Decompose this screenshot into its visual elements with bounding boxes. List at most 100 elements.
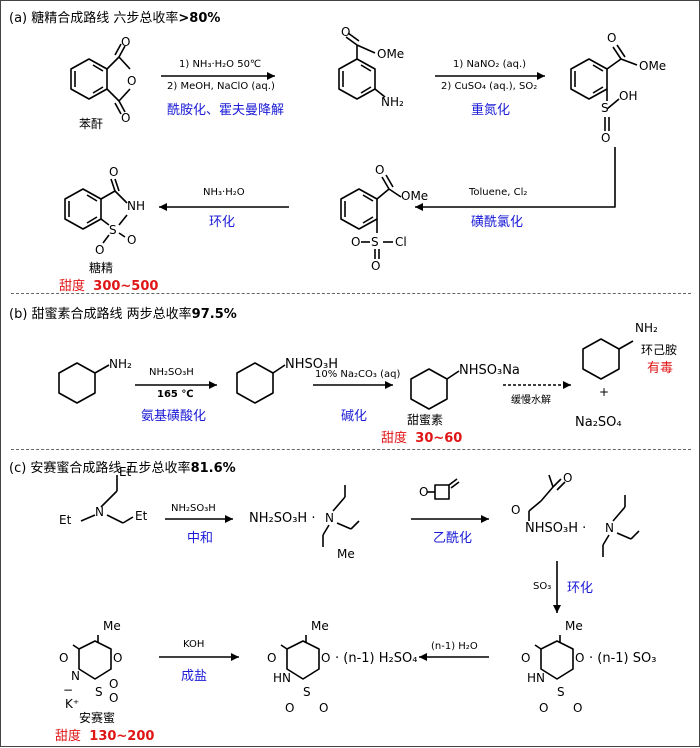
- atom-o: O: [109, 691, 119, 705]
- step-c5-name: 成盐: [181, 669, 208, 684]
- atom-o: O: [319, 701, 329, 715]
- section-a-header: (a) 糖精合成路线 六步总收率>80%: [9, 7, 220, 26]
- atom-et-label: Et: [119, 465, 132, 479]
- atom-nhso3na: NHSO₃Na: [459, 363, 520, 378]
- methyl-anthranilate-structure: [338, 32, 386, 100]
- step-a1-condition-2: 2) MeOH, NaClO (aq.): [167, 81, 275, 92]
- step-b1-condition-2: 165 ℃: [157, 389, 194, 400]
- section-c-title: (c) 安赛蜜合成路线 五步总收率: [9, 461, 191, 476]
- atom-s: S: [109, 223, 117, 237]
- section-c-yield: 81.6%: [190, 461, 236, 476]
- atom-hn: HN: [273, 671, 291, 685]
- atom-s: S: [601, 101, 609, 115]
- atom-et-label: Et: [135, 509, 148, 523]
- step-b2-condition: 10% Na₂CO₃ (aq): [315, 369, 401, 380]
- atom-o: O: [127, 233, 137, 247]
- step-a2-condition-1: 1) NaNO₂ (aq.): [453, 59, 527, 70]
- cyclohexylamine-structure-2: [582, 338, 634, 380]
- step-b1-condition-1: NH₂SO₃H: [149, 367, 194, 378]
- atom-hn: HN: [527, 671, 545, 685]
- oxathiazinone-h2so4-structure: [280, 635, 320, 680]
- step-a1-name: 酰胺化、霍夫曼降解: [167, 103, 285, 118]
- atom-nh2: NH₂: [109, 357, 132, 371]
- atom-nh2: NH₂: [381, 95, 404, 109]
- atom-s: S: [95, 685, 103, 699]
- phthalic-anhydride-label: 苯酐: [79, 117, 104, 131]
- atom-o: O: [109, 677, 119, 691]
- sulfamate-label: NH₂SO₃H ·: [249, 511, 316, 526]
- cyclamate-sweetness: 甜度 30~60: [381, 427, 462, 446]
- toxic-label: 有毒: [647, 361, 674, 376]
- step-a4-name: 环化: [209, 215, 236, 230]
- sweetness-value: 300~500: [93, 279, 159, 294]
- arrow-a3: [415, 147, 616, 208]
- sulfinic-acid-structure: [570, 44, 638, 131]
- atom-s: S: [371, 235, 379, 249]
- step-c4-condition: (n-1) H₂O: [431, 641, 478, 652]
- oxathiazinone-so3-structure: [534, 635, 574, 680]
- atom-n: N: [95, 505, 104, 519]
- step-c5-condition: KOH: [183, 639, 205, 650]
- cyclamic-acid-structure: [236, 362, 286, 404]
- atom-o: O: [601, 131, 611, 145]
- step-c3-condition: SO₃: [533, 581, 552, 592]
- atom-o: O: [341, 25, 351, 39]
- hydrolysis-label: 缓慢水解: [511, 395, 551, 406]
- section-b-title: (b) 甜蜜素合成路线 两步总收率: [9, 307, 192, 322]
- atom-et-label: Et: [59, 513, 72, 527]
- section-a-yield: >80%: [178, 11, 221, 26]
- sweetness-value: 30~60: [415, 431, 463, 446]
- atom-cl: Cl: [395, 235, 407, 249]
- atom-me: Me: [337, 547, 355, 561]
- sweetness-label: 甜度: [381, 431, 408, 446]
- sweetness-label: 甜度: [59, 279, 86, 294]
- atom-n: N: [71, 669, 80, 683]
- atom-me: Me: [311, 619, 329, 633]
- step-a2-condition-2: 2) CuSO₄ (aq.), SO₂: [441, 81, 538, 92]
- step-c1-name: 中和: [187, 531, 214, 546]
- sweetness-label: 甜度: [55, 729, 82, 744]
- atom-o: O: [539, 701, 549, 715]
- plus-sign: +: [599, 385, 610, 399]
- atom-o: O: [573, 701, 583, 715]
- atom-o: O: [113, 651, 123, 665]
- section-divider: [11, 449, 691, 450]
- atom-s: S: [557, 685, 565, 699]
- atom-o: O: [351, 235, 361, 249]
- atom-o: O: [285, 701, 295, 715]
- h2so4-adduct-label: · (n-1) H₂SO₄: [335, 651, 418, 666]
- atom-nh: NH: [127, 199, 145, 213]
- atom-me: Me: [565, 619, 583, 633]
- atom-o: O: [575, 651, 585, 665]
- atom-o: O: [607, 31, 617, 45]
- atom-o: O: [121, 35, 131, 49]
- so3-adduct-label: · (n-1) SO₃: [589, 651, 657, 666]
- atom-me: Me: [103, 619, 121, 633]
- atom-o: O: [59, 651, 69, 665]
- diketene-structure: [427, 478, 460, 500]
- atom-o: O: [321, 651, 331, 665]
- atom-o: O: [109, 165, 119, 179]
- step-a4-condition: NH₃·H₂O: [203, 187, 245, 198]
- atom-kplus: K⁺: [65, 697, 80, 711]
- sulfonyl-chloride-structure: [340, 174, 402, 259]
- step-b1-name: 氨基磺酸化: [141, 409, 207, 424]
- section-c-header: (c) 安赛蜜合成路线 五步总收率81.6%: [9, 457, 236, 476]
- atom-nh2: NH₂: [635, 321, 658, 335]
- atom-o: O: [375, 163, 385, 177]
- saccharin-sweetness: 甜度 300~500: [59, 275, 158, 294]
- cyclohexylamine-structure-1: [58, 362, 110, 404]
- section-b-yield: 97.5%: [191, 307, 237, 322]
- acesulfame-k-structure: [72, 635, 112, 680]
- sweetness-value: 130~200: [89, 729, 155, 744]
- sodium-sulfate-label: Na₂SO₄: [575, 415, 622, 430]
- cyclamate-structure: [410, 368, 460, 410]
- step-a1-condition-1: 1) NH₃·H₂O 50℃: [179, 59, 262, 70]
- acetoacetamide-salt-structure: [528, 474, 640, 557]
- atom-nhso3h: NHSO₃H: [285, 357, 338, 372]
- atom-o: O: [511, 503, 521, 517]
- atom-o: O: [267, 651, 277, 665]
- atom-ome: OMe: [377, 47, 405, 61]
